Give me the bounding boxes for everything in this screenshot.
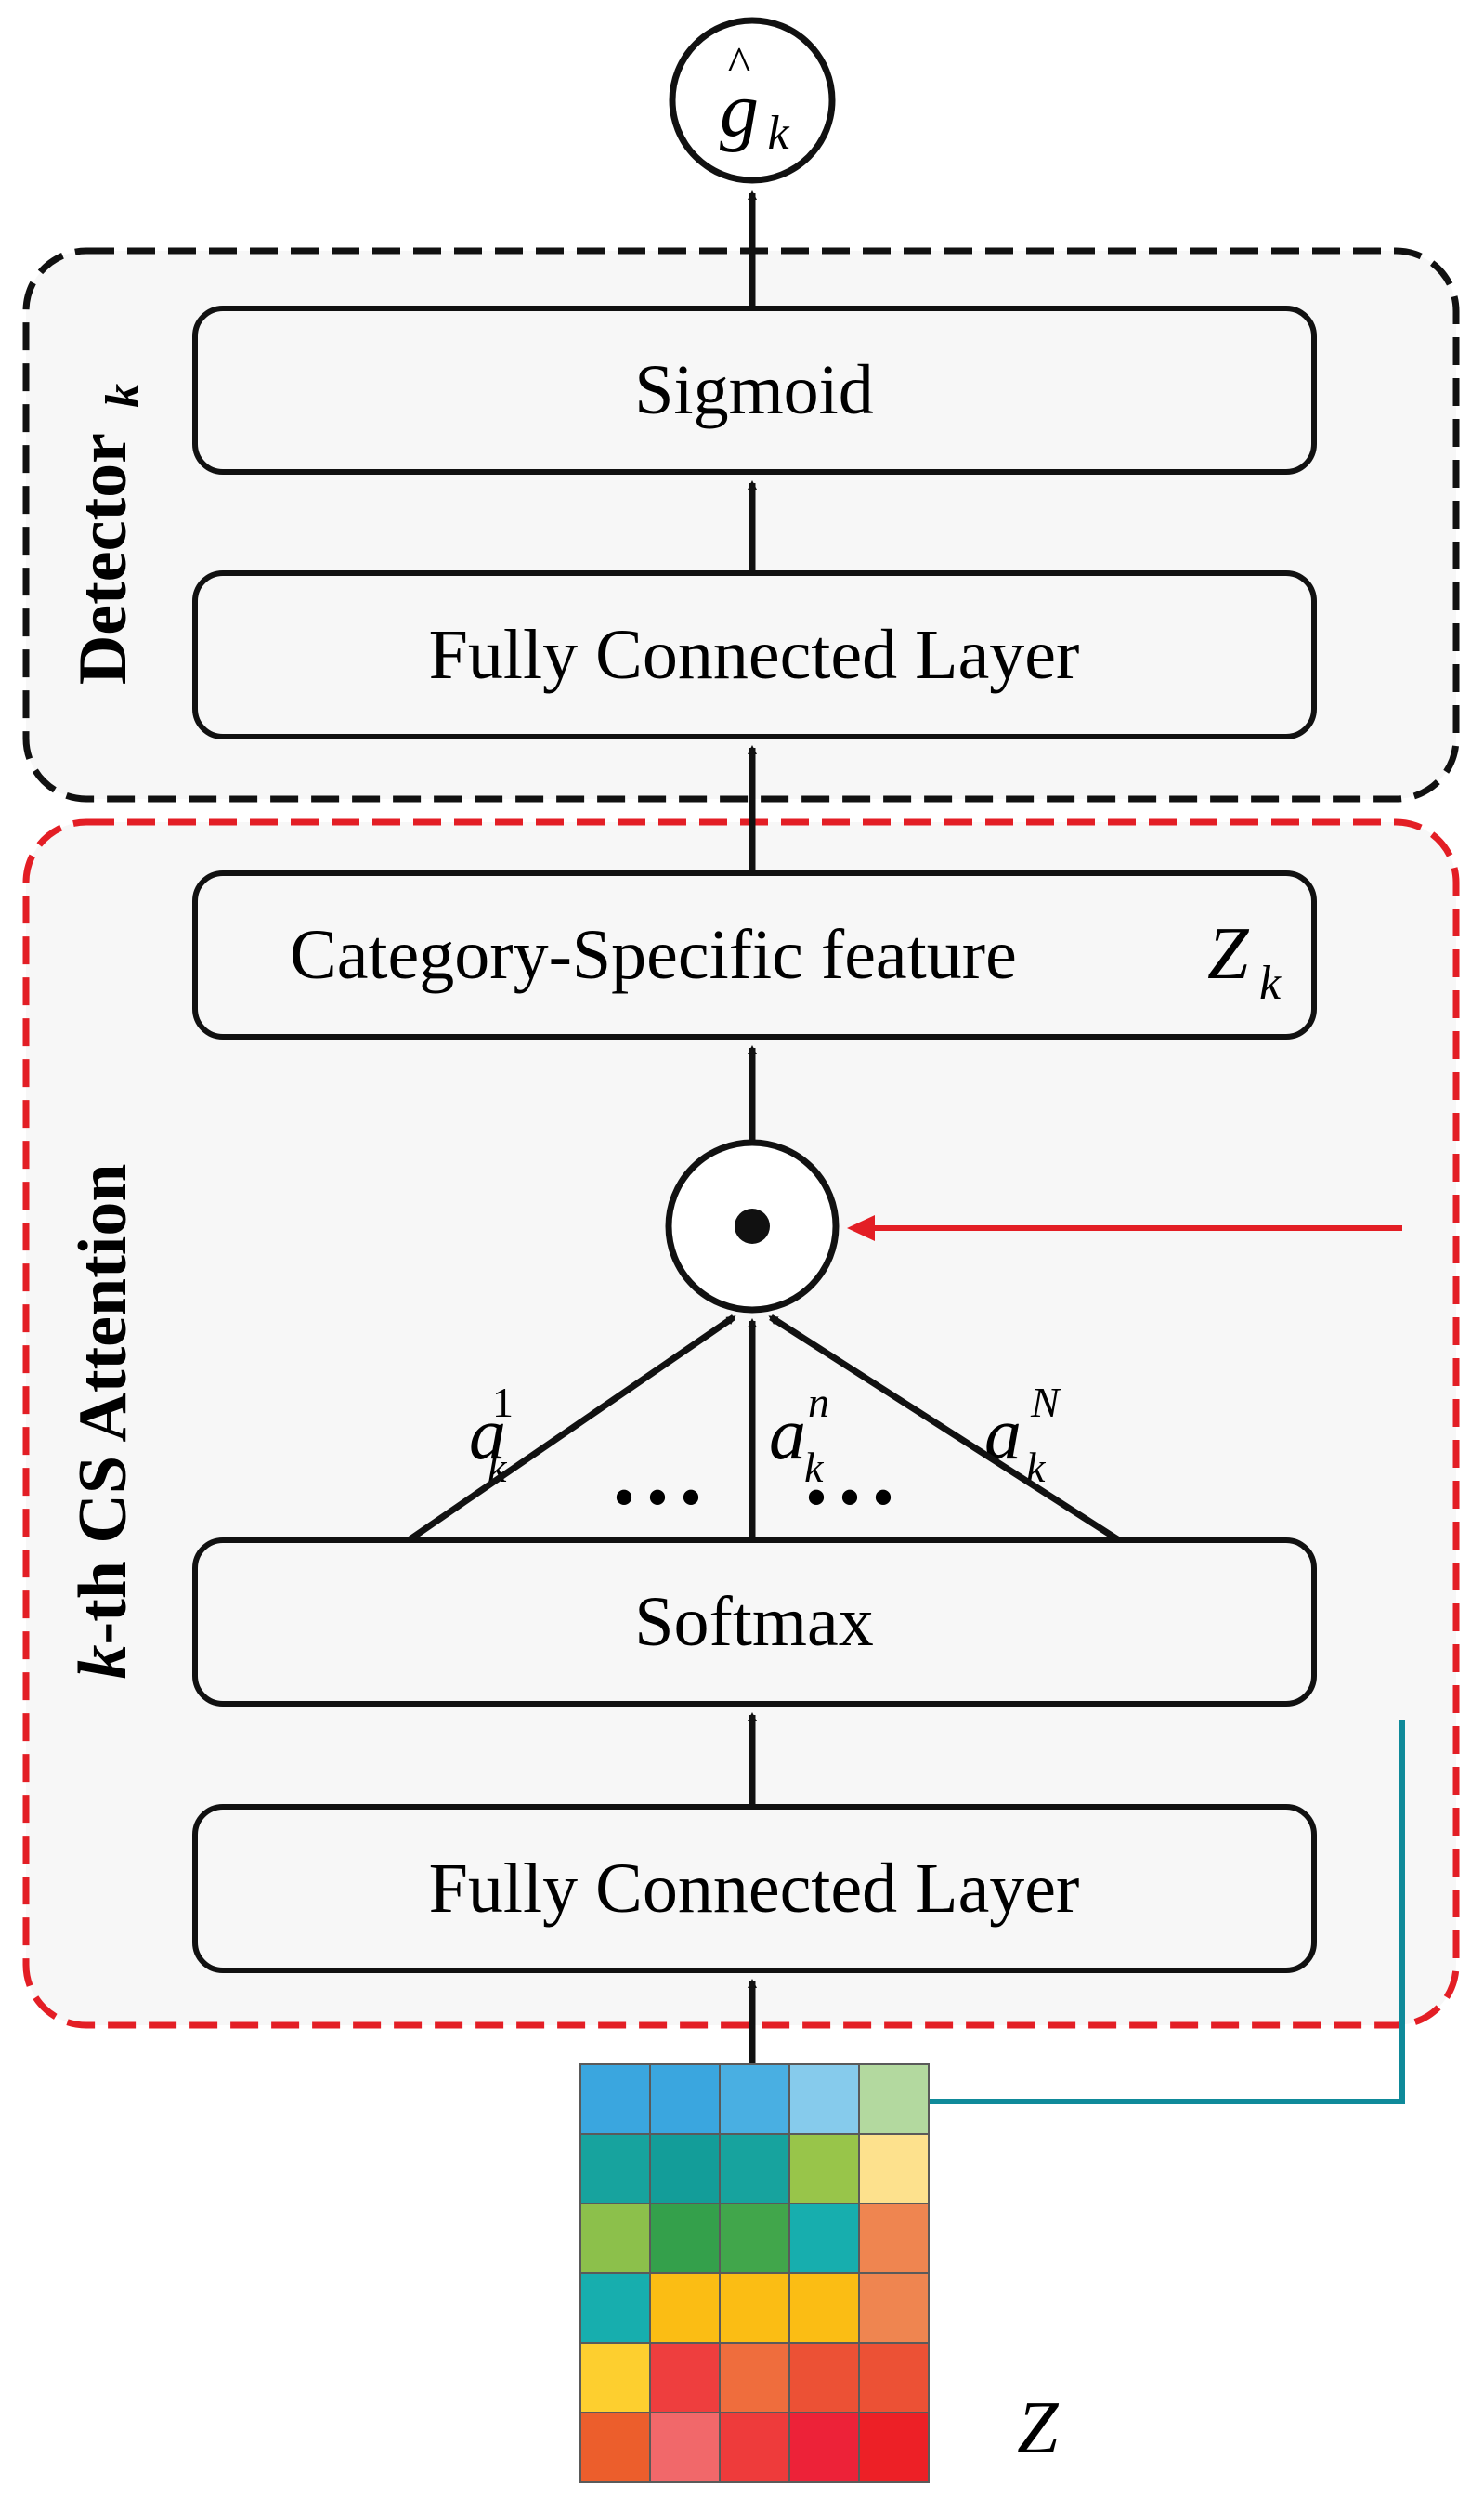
connectors <box>407 190 1121 2067</box>
svg-text:k: k <box>1026 1444 1047 1491</box>
matrix-cell <box>579 2203 651 2274</box>
input-label: Z <box>1017 2387 1060 2469</box>
matrix-cell <box>858 2203 930 2274</box>
attention-region: k-th CS Attention Category-Specific feat… <box>22 818 1460 2029</box>
matrix-cell <box>579 2412 651 2483</box>
output-hat: ^ <box>728 38 750 91</box>
matrix-cell <box>649 2342 721 2413</box>
svg-text:k: k <box>804 1444 825 1491</box>
matrix-cell <box>579 2272 651 2344</box>
detector-region: Detector k Sigmoid Fully Connected Layer <box>22 247 1460 803</box>
matrix-cell <box>579 2133 651 2204</box>
matrix-cell <box>858 2412 930 2483</box>
matrix-cell <box>719 2203 790 2274</box>
svg-text:a: a <box>469 1393 506 1475</box>
matrix-cell <box>788 2272 860 2344</box>
svg-text:a: a <box>769 1393 806 1475</box>
matrix-cell <box>788 2342 860 2413</box>
output-symbol: g <box>720 67 759 153</box>
attention-label: k-th CS Attention <box>65 1163 141 1679</box>
skip-arrowhead <box>847 1215 875 1241</box>
output-subscript: k <box>767 107 789 160</box>
matrix-cell <box>719 2412 790 2483</box>
matrix-cell <box>858 2063 930 2135</box>
matrix-cell <box>788 2133 860 2204</box>
matrix-cell <box>858 2133 930 2204</box>
matrix-cell <box>788 2412 860 2483</box>
matrix-cell <box>649 2412 721 2483</box>
matrix-cell <box>719 2063 790 2135</box>
matrix-cell <box>788 2203 860 2274</box>
feature-symbol: Z <box>1207 913 1250 995</box>
weight-label-1: a 1 k <box>469 1379 514 1491</box>
matrix-cell <box>649 2133 721 2204</box>
arrow-weight-N <box>768 1314 1121 1543</box>
output-node: g ^ k <box>669 17 836 184</box>
matrix-cell <box>719 2342 790 2413</box>
ellipsis-left: • • • <box>614 1467 700 1528</box>
sigmoid-label: Sigmoid <box>634 351 874 429</box>
matrix-cell <box>649 2272 721 2344</box>
matrix-cell <box>649 2063 721 2135</box>
feature-subscript: k <box>1259 957 1282 1010</box>
svg-text:1: 1 <box>492 1379 514 1426</box>
matrix-cell <box>858 2342 930 2413</box>
weight-label-n: a n k <box>769 1379 829 1491</box>
matrix-cell <box>858 2272 930 2344</box>
matrix-cell <box>579 2063 651 2135</box>
matrix-cell <box>649 2203 721 2274</box>
feature-label: Category-Specific feature <box>290 916 1017 994</box>
detector-label: Detector k <box>65 384 150 685</box>
matrix-cell <box>719 2133 790 2204</box>
input-matrix <box>579 2063 930 2483</box>
arrow-weight-1 <box>407 1314 736 1543</box>
svg-text:n: n <box>808 1379 829 1426</box>
ellipsis-right: • • • <box>806 1467 892 1528</box>
matrix-cell <box>579 2342 651 2413</box>
softmax-label: Softmax <box>634 1583 874 1661</box>
matrix-cell <box>788 2063 860 2135</box>
svg-text:N: N <box>1030 1379 1061 1426</box>
detector-fc-label: Fully Connected Layer <box>429 616 1080 694</box>
matrix-cell <box>719 2272 790 2344</box>
product-dot <box>735 1209 770 1244</box>
attention-fc-label: Fully Connected Layer <box>429 1850 1080 1928</box>
skip-connection <box>847 1215 1405 2104</box>
